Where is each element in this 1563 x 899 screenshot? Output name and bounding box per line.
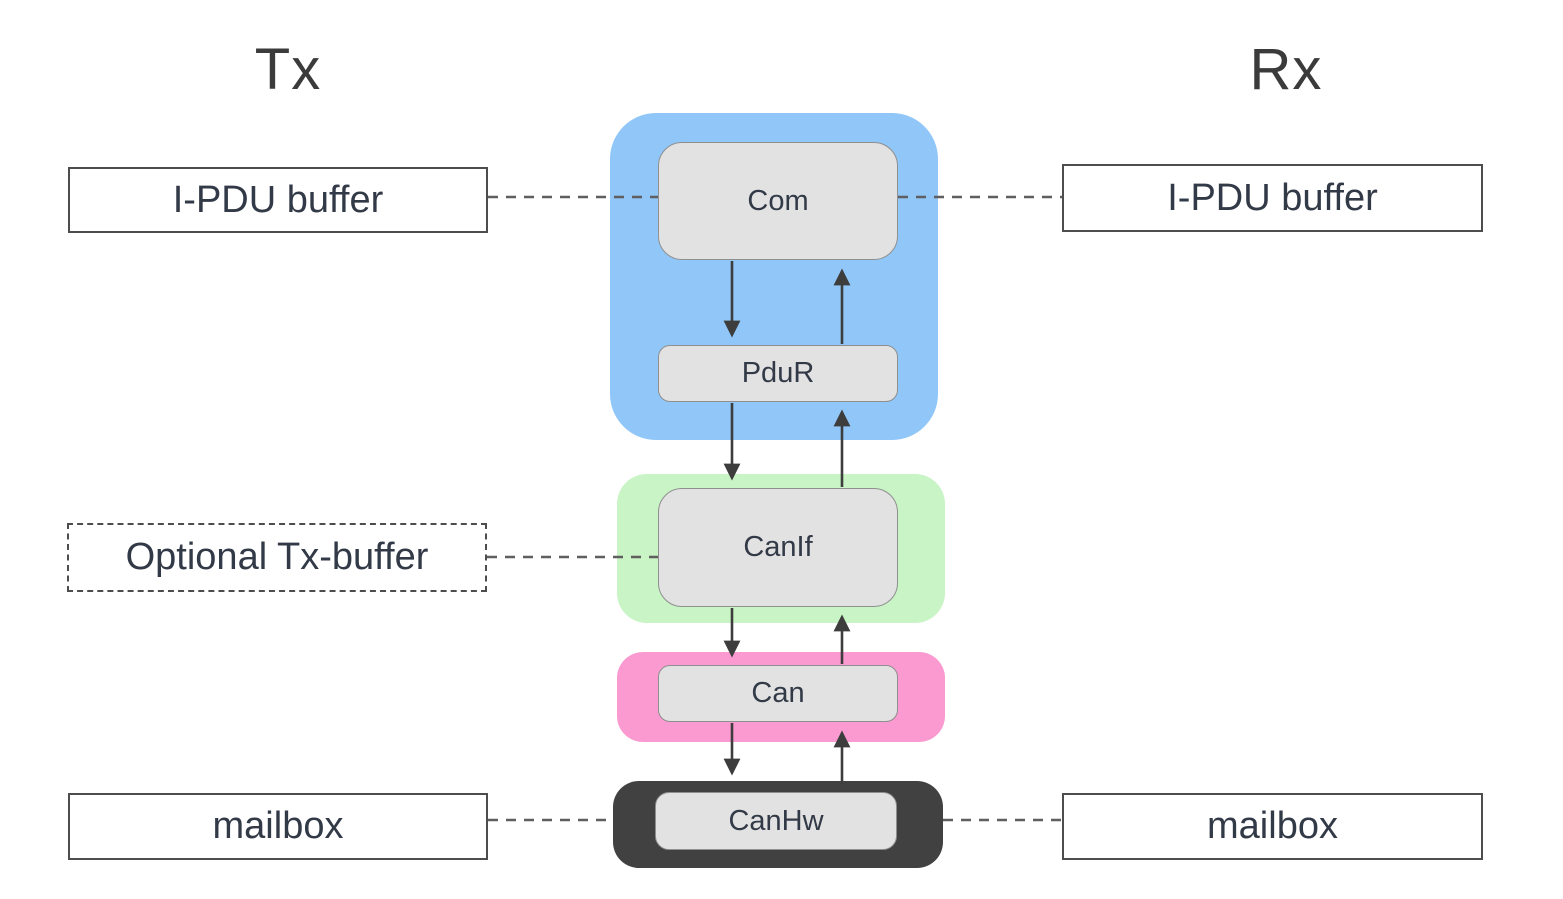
tx-ipdu-buffer-box: I-PDU buffer bbox=[68, 167, 488, 233]
tx-mailbox-box: mailbox bbox=[68, 793, 488, 860]
rx-ipdu-buffer-box: I-PDU buffer bbox=[1062, 164, 1483, 232]
rx-mailbox-box: mailbox bbox=[1062, 793, 1483, 860]
canif-node: CanIf bbox=[658, 488, 898, 607]
com-node: Com bbox=[658, 142, 898, 260]
pdur-node: PduR bbox=[658, 345, 898, 402]
canhw-node: CanHw bbox=[655, 792, 897, 850]
can-node: Can bbox=[658, 665, 898, 722]
tx-column-title: Tx bbox=[254, 37, 322, 102]
optional-tx-buffer-box: Optional Tx-buffer bbox=[67, 523, 487, 592]
rx-column-title: Rx bbox=[1249, 37, 1323, 102]
